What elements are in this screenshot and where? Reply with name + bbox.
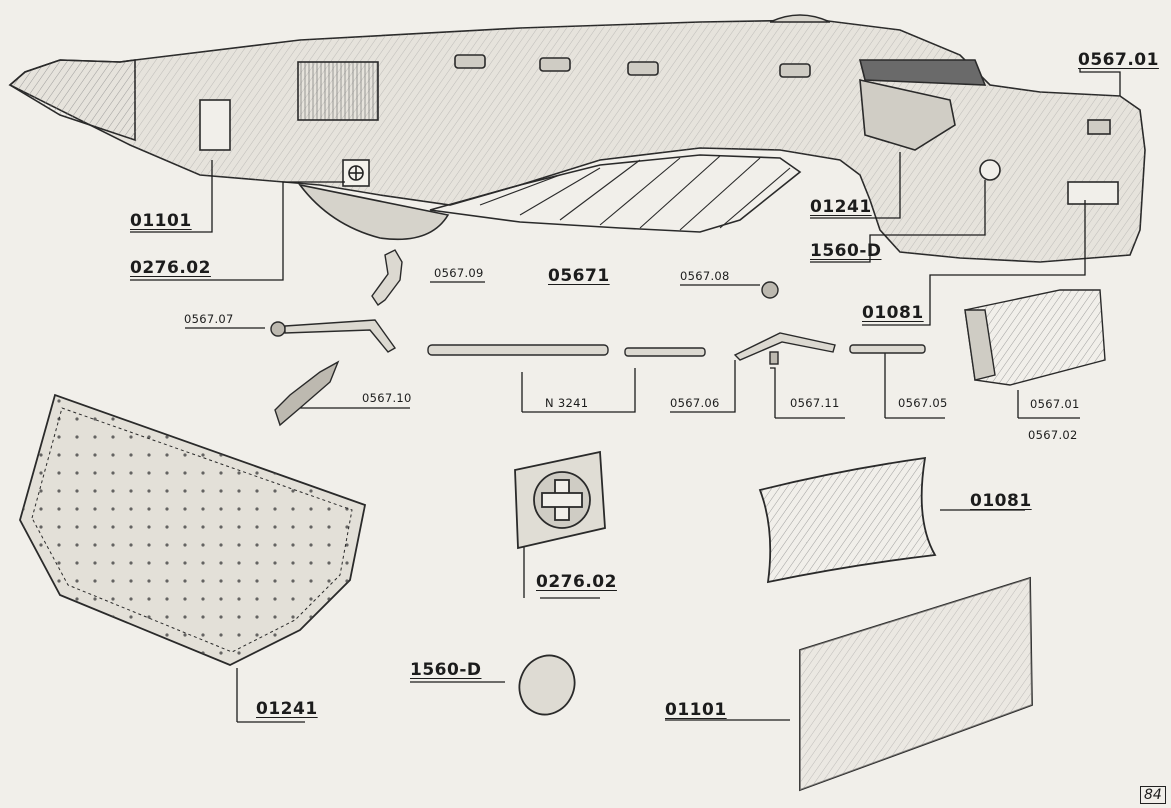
window <box>779 63 811 78</box>
label-056701-top: 0567.01 <box>1078 50 1159 70</box>
label-n3241: N 3241 <box>545 396 589 410</box>
label-detail-1560d: 1560-D <box>410 660 482 680</box>
label-detail-027602: 0276.02 <box>536 572 617 592</box>
small-parts <box>270 249 1106 427</box>
part-n3241-drawing <box>427 344 609 356</box>
window <box>454 54 486 69</box>
detail-01101-drawing <box>799 576 1033 792</box>
roof-hatch <box>769 14 831 23</box>
part-056708-drawing <box>761 281 779 299</box>
label-01241: 01241 <box>810 197 872 217</box>
detail-1560d-drawing <box>518 654 576 716</box>
label-1560d: 1560-D <box>810 241 882 261</box>
part-056707-drawing <box>284 319 397 353</box>
label-detail-01081: 01081 <box>970 491 1032 511</box>
label-027602: 0276.02 <box>130 258 211 278</box>
label-056701: 0567.01 <box>1030 397 1080 411</box>
part-056710-drawing <box>274 360 340 427</box>
detail-parts <box>19 393 1033 792</box>
label-056702: 0567.02 <box>1028 428 1078 442</box>
label-056705: 0567.05 <box>898 396 948 410</box>
strut-frame <box>429 154 802 233</box>
access-cover-1560d <box>979 159 1001 181</box>
label-05671: 05671 <box>548 266 610 286</box>
panel-01241 <box>859 78 956 151</box>
leader-lines <box>130 68 1121 723</box>
label-detail-01241: 01241 <box>256 699 318 719</box>
panel-01081 <box>1067 181 1119 205</box>
part-056706-drawing <box>733 332 836 361</box>
belly-fairing <box>298 183 450 241</box>
label-056711: 0567.11 <box>790 396 840 410</box>
hatch-01101 <box>199 99 231 151</box>
label-01101: 01101 <box>130 211 192 231</box>
label-detail-01101: 01101 <box>665 700 727 720</box>
fuselage-nose <box>8 59 136 142</box>
part-056705-drawing <box>849 344 926 354</box>
part-056711-drawing <box>769 351 779 365</box>
label-01081: 01081 <box>862 303 924 323</box>
label-056710: 0567.10 <box>362 391 412 405</box>
page-number: 84 <box>1140 786 1166 804</box>
fuselage-drawing <box>8 14 1146 263</box>
detail-01081-drawing <box>758 456 937 584</box>
label-056706: 0567.06 <box>670 396 720 410</box>
label-056709: 0567.09 <box>434 266 484 280</box>
part-056709-drawing <box>371 249 403 306</box>
window <box>539 57 571 72</box>
label-056707: 0567.07 <box>184 312 234 326</box>
label-056708: 0567.08 <box>680 269 730 283</box>
window <box>627 61 659 76</box>
vent-grille <box>297 61 379 121</box>
panel-056701 <box>1087 119 1111 135</box>
cockpit-window <box>858 59 987 86</box>
